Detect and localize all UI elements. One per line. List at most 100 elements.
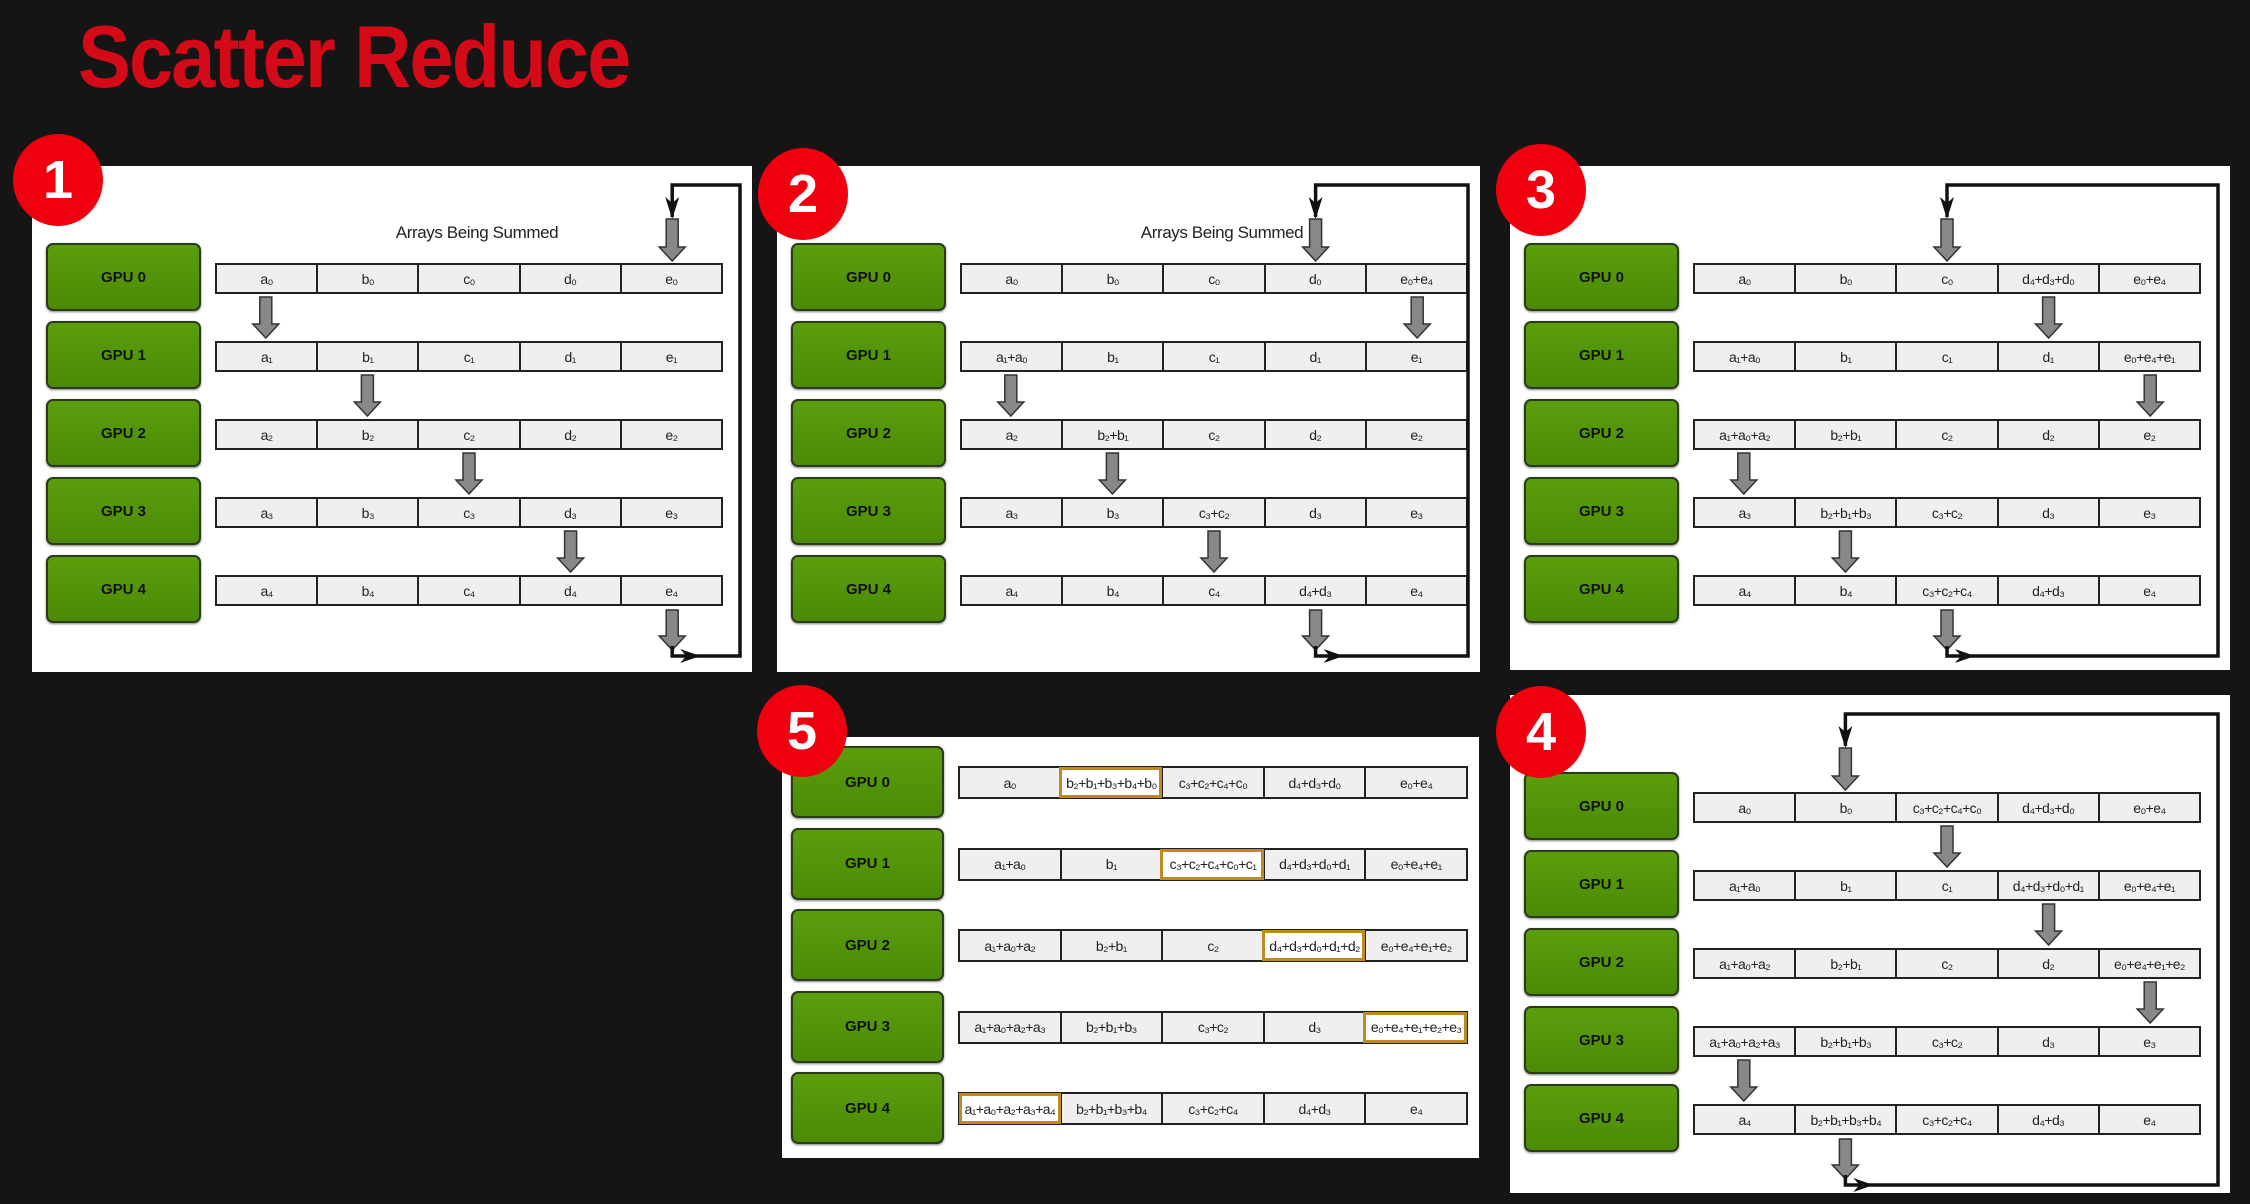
array-cell: e₄ [1364, 577, 1466, 604]
gpu-box: GPU 2 [46, 399, 201, 467]
array-cell: a₁+a₀+a₂+a₃ [974, 1019, 1046, 1035]
array-cell: b₂+b₁ [1794, 950, 1895, 977]
array-cell: e₃ [1364, 499, 1466, 526]
gpu-box: GPU 3 [1524, 477, 1679, 545]
outgoing-arrow-icon [657, 609, 687, 652]
array-cell: b₁ [1794, 343, 1895, 370]
gpu-box: GPU 2 [791, 909, 944, 981]
outgoing-arrow-icon [1300, 609, 1331, 652]
gpu-box: GPU 4 [1524, 555, 1679, 623]
array-cell: c₀ [417, 265, 518, 292]
outgoing-arrow-icon [1932, 609, 1962, 652]
incoming-arrow-icon [1932, 218, 1962, 263]
array-cell: a₀ [1003, 774, 1017, 791]
array-cell: e₃ [2097, 1028, 2199, 1055]
completed-chunk-cell: b₂+b₁+b₃+b₄+b₀ [1058, 767, 1163, 798]
array-cell: c₂ [1161, 931, 1263, 960]
gpu-box: GPU 2 [1524, 928, 1679, 996]
array-cell: e₁ [619, 343, 721, 370]
transfer-arrow-icon [454, 452, 484, 496]
array-cell: a₁+a₀ [995, 348, 1028, 365]
array-cell: b₂+b₁ [1059, 931, 1162, 960]
gpu-box: GPU 4 [791, 1072, 944, 1144]
array-cell: e₂ [1364, 421, 1466, 448]
array-cell: a₄ [1005, 582, 1018, 599]
array-cell: d₃ [1263, 499, 1365, 526]
array-cell: c₂ [417, 421, 518, 448]
array-cell: a₀ [1005, 270, 1018, 287]
array-cell: b₁ [1061, 343, 1162, 370]
incoming-arrow-icon [1830, 747, 1861, 792]
step-badge: 3 [1496, 144, 1586, 236]
gpu-box: GPU 3 [1524, 1006, 1679, 1074]
gpu-box: GPU 4 [791, 555, 946, 623]
step-badge: 4 [1496, 686, 1586, 778]
panel-heading: Arrays Being Summed [395, 223, 559, 242]
incoming-arrow-icon [657, 218, 687, 263]
transfer-arrow-icon [352, 374, 383, 418]
gpu-box: GPU 4 [1524, 1084, 1679, 1152]
array-cell: c₁ [417, 343, 518, 370]
gpu-box: GPU 0 [791, 243, 946, 311]
array-cell: d₃ [1996, 499, 2098, 526]
array-cell: a₃ [260, 504, 273, 521]
transfer-arrow-icon [1097, 452, 1128, 496]
array-cell: c₂ [1162, 421, 1263, 448]
array-cell: d₂ [1263, 421, 1365, 448]
completed-chunk-cell: a₁+a₀+a₂+a₃+a₄ [959, 1093, 1061, 1124]
array-cell: d₀ [1263, 265, 1365, 292]
outgoing-arrow-icon [1830, 1138, 1861, 1181]
array-cell: b₁ [1059, 849, 1162, 879]
array-cell: a₁+a₀+a₂ [1719, 955, 1771, 972]
gpu-box: GPU 0 [1524, 772, 1679, 840]
loop-arrowhead-icon [1308, 197, 1323, 219]
array-cell: d₃ [1262, 1012, 1365, 1042]
transfer-arrow-icon [2033, 296, 2064, 340]
array-cell: d₄ [518, 577, 620, 604]
array-cell: d₄+d₃ [1262, 1094, 1365, 1123]
array-cell: e₁ [1364, 343, 1466, 370]
array-cell: e₄ [1364, 1094, 1466, 1123]
array-cell: b₃ [1061, 499, 1162, 526]
transfer-arrow-icon [1729, 452, 1759, 496]
transfer-arrow-icon [996, 374, 1026, 418]
array-cell: b₂+b₁+b₃ [1794, 499, 1895, 526]
array-cell: d₂ [518, 421, 620, 448]
array-cell: d₁ [1263, 343, 1365, 370]
array-cell: b₄ [1061, 577, 1162, 604]
array-cell: a₃ [1005, 504, 1018, 521]
array-cell: d₀ [518, 265, 620, 292]
gpu-box: GPU 0 [1524, 243, 1679, 311]
array-cell: a₁+a₀+a₂ [984, 937, 1036, 954]
transfer-arrow-icon [1199, 530, 1229, 574]
array-cell: d₄+d₃+d₀ [1996, 265, 2098, 292]
array-cell: d₄+d₃ [1263, 577, 1365, 604]
array-cell: e₃ [2097, 499, 2199, 526]
array-cell: e₀+e₄ [1364, 265, 1466, 292]
array-cell: e₄ [2097, 1106, 2199, 1133]
array-cell: e₀+e₄+e₁+e₂ [2097, 950, 2199, 977]
step-badge: 2 [758, 148, 848, 240]
array-cell: b₂+b₁+b₃+b₄ [1794, 1106, 1895, 1133]
gpu-box: GPU 1 [46, 321, 201, 389]
array-cell: c₁ [1162, 343, 1263, 370]
array-cell: c₄ [417, 577, 518, 604]
array-cell: e₂ [2097, 421, 2199, 448]
array-cell: c₀ [1895, 265, 1996, 292]
array-cell: e₂ [619, 421, 721, 448]
array-cell: b₂+b₁+b₃+b₄ [1059, 1094, 1162, 1123]
transfer-arrow-icon [251, 296, 281, 340]
array-cell: a₀ [1738, 799, 1751, 816]
array-cell: b₁ [1794, 872, 1895, 899]
